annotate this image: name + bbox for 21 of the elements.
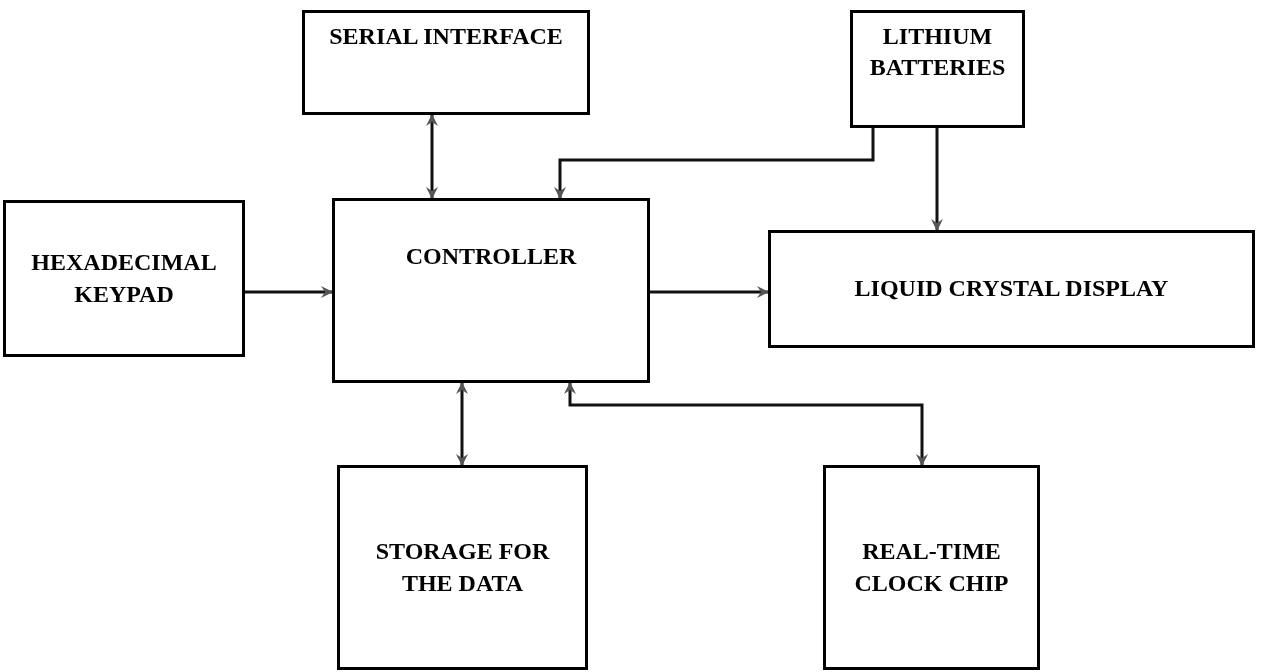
box-label: LITHIUM BATTERIES	[868, 22, 1007, 83]
process-box	[337, 465, 588, 670]
arrow	[650, 286, 769, 298]
process-box	[302, 10, 590, 115]
process-box	[768, 230, 1255, 348]
box-label: CONTROLLER	[405, 242, 577, 271]
process-box	[850, 10, 1025, 128]
box-label: LIQUID CRYSTAL DISPLAY	[854, 274, 1169, 304]
arrow	[426, 114, 438, 199]
arrow	[554, 128, 875, 199]
arrow	[245, 286, 333, 298]
process-box	[823, 465, 1040, 670]
arrow	[931, 128, 943, 231]
arrow	[456, 382, 468, 466]
box-label: STORAGE FOR THE DATA	[374, 537, 551, 598]
process-box	[332, 198, 650, 383]
box-label: SERIAL INTERFACE	[329, 22, 563, 51]
arrow	[564, 382, 928, 466]
box-label: REAL-TIME CLOCK CHIP	[853, 537, 1010, 598]
process-box	[3, 200, 245, 357]
box-label: HEXADECIMAL KEYPAD	[30, 248, 218, 309]
